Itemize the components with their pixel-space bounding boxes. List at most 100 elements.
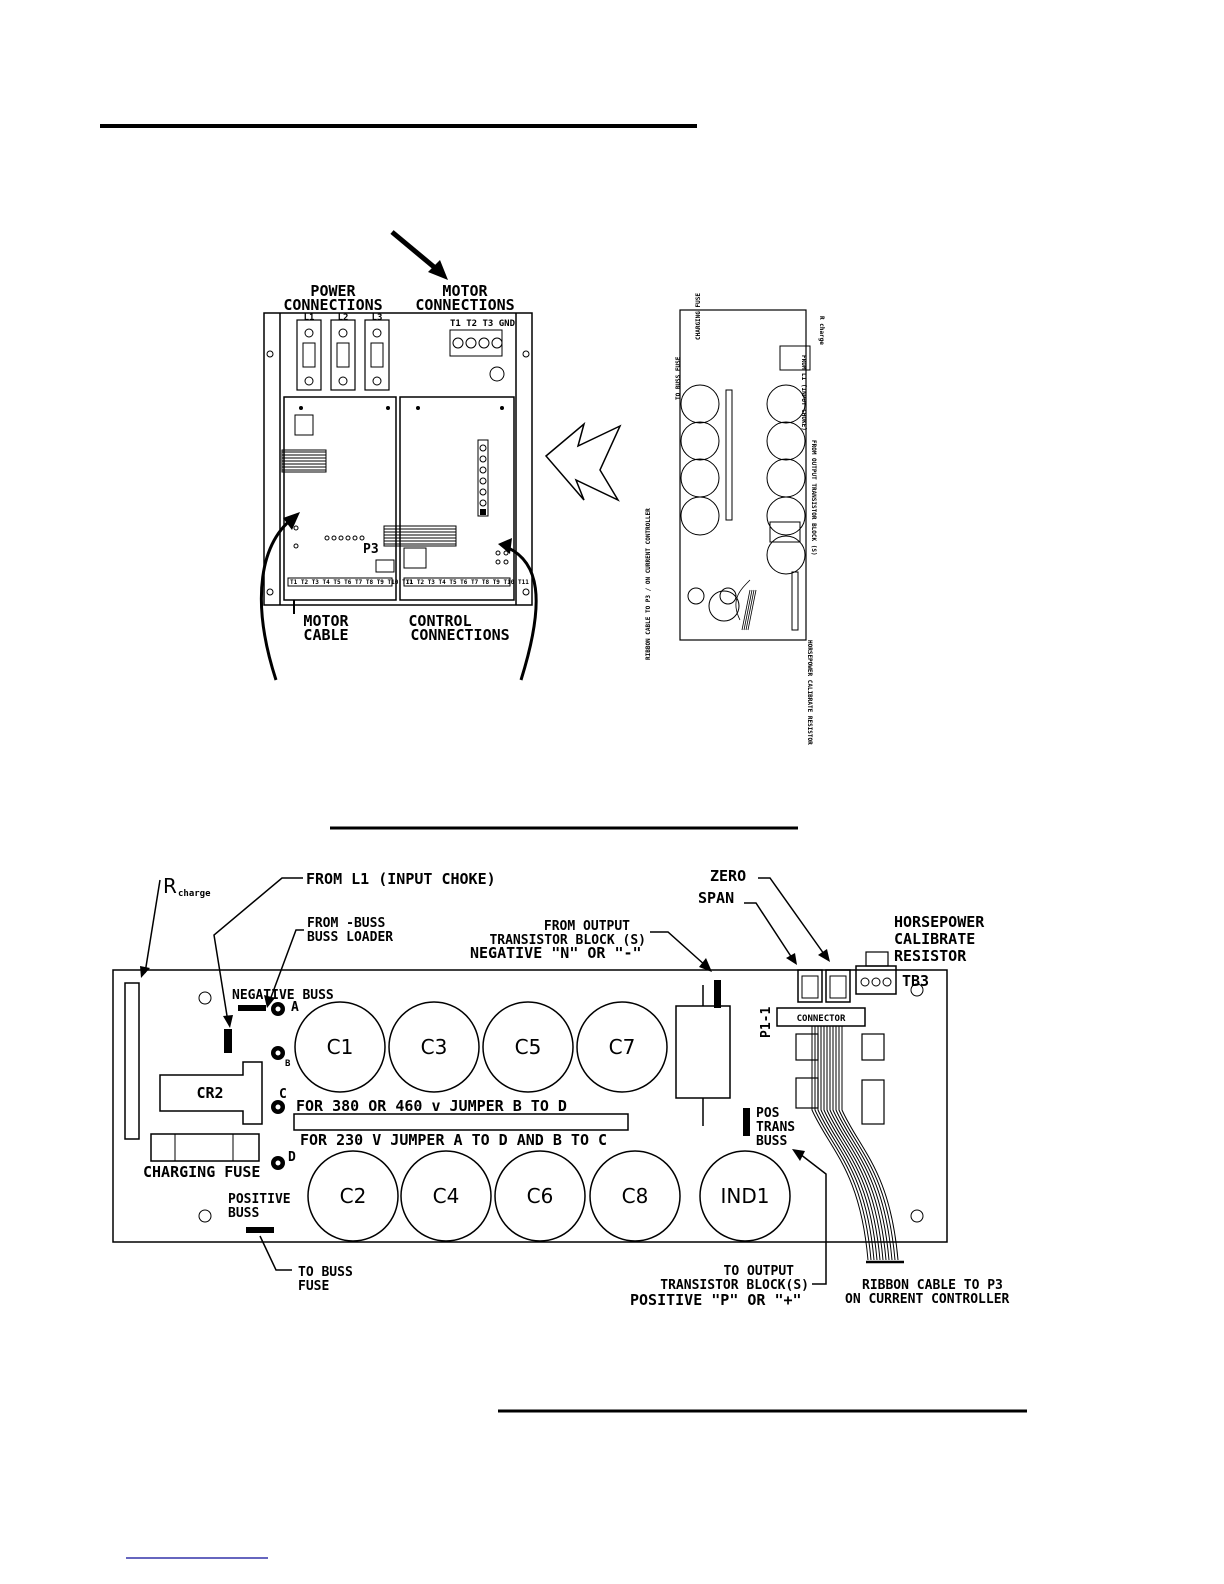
jumper-380-label: FOR 380 OR 460 v JUMPER B TO D [296,1097,567,1115]
motor-cable-line1: MOTOR [303,612,349,630]
control-connections-line1: CONTROL [408,612,471,630]
rcharge-subscript: charge [178,889,211,899]
capacitor-c3: C3 [421,1035,448,1059]
chassis-outline [263,312,533,606]
jumper-point-a: A [291,1000,299,1015]
bus-board-outline [112,969,948,1243]
control-connections-line2: CONNECTIONS [410,626,509,644]
svg-text:TO BUSS FUSE: TO BUSS FUSE [675,356,682,400]
jumper-point-c: C [279,1087,287,1102]
negative-buss-label: NEGATIVE BUSS [232,988,334,1003]
from-output-line3: NEGATIVE "N" OR "-" [470,944,642,962]
to-buss-fuse-line2: FUSE [298,1279,329,1294]
rcharge-resistor [124,982,140,1140]
capacitor-c6: C6 [527,1184,554,1208]
ribbon-cable [811,1026,899,1261]
motor-cable-line2: CABLE [303,626,348,644]
drive-chassis-figure: POWER CONNECTIONS MOTOR CONNECTIONS L1 L [259,230,622,681]
svg-text:FROM L1 (INPUT CHOKE): FROM L1 (INPUT CHOKE) [800,355,807,431]
motor-cable-arrow [259,514,297,681]
svg-text:RIBBON CABLE TO P3 / ON CURREN: RIBBON CABLE TO P3 / ON CURRENT CONTROLL… [645,508,652,660]
to-output-line2: TRANSISTOR BLOCK(S) [660,1278,809,1293]
charging-fuse [150,1133,260,1162]
svg-text:HORSEPOWER CALIBRATE RESISTOR: HORSEPOWER CALIBRATE RESISTOR [806,640,813,745]
control-terminal-strip [477,439,489,517]
from-output-line1: FROM OUTPUT [544,919,630,934]
power-connections-line1: POWER [310,282,356,300]
zero-label: ZERO [710,867,746,885]
capacitor-c7: C7 [609,1035,636,1059]
p3-label: P3 [363,542,379,557]
svg-text:T1 T2 T3 T4 T5 T6 T7 T8 T9 T10: T1 T2 T3 T4 T5 T6 T7 T8 T9 T10 T11 [406,579,529,586]
bus-board-thumbnail [679,309,811,641]
capacitors-top-row: C1 C3 C5 C7 [294,1001,668,1093]
ribbon-cable-line1: RIBBON CABLE TO P3 [862,1278,1003,1293]
bus-board-thumbnail-labels: RIBBON CABLE TO P3 / ON CURRENT CONTROLL… [645,293,825,745]
positive-buss-pad [246,1227,274,1233]
span-label: SPAN [698,889,734,907]
hp-resistor-line3: RESISTOR [894,947,967,965]
to-buss-fuse-line1: TO BUSS [298,1265,353,1280]
svg-text:R charge: R charge [818,316,825,345]
pos-trans-buss-line3: BUSS [756,1134,787,1149]
control-connections-arrow [503,544,538,681]
current-controller-board: T1 T2 T3 T4 T5 T6 T7 T8 T9 T10 T11 [383,396,529,601]
svg-text:CHARGING FUSE: CHARGING FUSE [695,293,702,340]
span-pot [797,969,823,1003]
tb3-label: TB3 [902,972,929,990]
svg-text:T1 T2 T3 T4 T5 T6 T7 T8 T9 T10: T1 T2 T3 T4 T5 T6 T7 T8 T9 T10 T11 [290,579,413,586]
to-output-line1: TO OUTPUT [724,1264,795,1279]
inductor-ind1: IND1 [721,1184,770,1208]
arrow-head-icon [428,260,448,280]
positive-buss-line2: BUSS [228,1206,259,1221]
line-terminal-blocks: L1 L2 L3 [296,313,390,391]
svg-text:FROM OUTPUT TRANSISTOR BLOCK (: FROM OUTPUT TRANSISTOR BLOCK (S) [810,440,817,556]
capacitor-c5: C5 [515,1035,542,1059]
motor-connections-line2: CONNECTIONS [415,296,514,314]
capacitor-c4: C4 [433,1184,460,1208]
jumper-230-label: FOR 230 V JUMPER A TO D AND B TO C [300,1131,607,1149]
positive-buss-line1: POSITIVE [228,1192,291,1207]
zero-pot [825,969,851,1003]
to-output-line3: POSITIVE "P" OR "+" [630,1291,802,1309]
terminal-l2-label: L2 [338,313,349,323]
motor-control-board: T1 T2 T3 T4 T5 T6 T7 T8 T9 T10 T11 P3 [281,396,413,601]
motor-connections-line1: MOTOR [442,282,488,300]
rcharge-label: R [163,874,177,898]
terminal-l1-label: L1 [304,313,315,323]
hp-resistor-line2: CALIBRATE [894,930,975,948]
connector-label: CONNECTOR [797,1014,846,1024]
pos-trans-buss-line1: POS [756,1106,780,1121]
negative-buss-pad [238,1005,266,1011]
motor-terminal-strip: T1 T2 T3 GND [449,319,516,382]
p1-label: P1-1 [759,1007,774,1038]
bus-board-detail-figure: R charge FROM L1 (INPUT CHOKE) FROM -BUS… [112,867,1010,1309]
pos-trans-buss-pad [743,1108,750,1136]
hp-resistor-line1: HORSEPOWER [894,913,985,931]
jumper-points: A B C D [271,1000,299,1170]
from-output-line2: TRANSISTOR BLOCK (S) [489,933,646,948]
capacitors-bottom-row: C2 C4 C6 C8 IND1 [307,1150,791,1242]
from-buss-line1: FROM -BUSS [307,916,385,931]
cr2-diode [159,1061,263,1125]
input-choke-pad [224,1029,232,1053]
pos-trans-buss-line2: TRANS [756,1120,795,1135]
motor-connections-arrow [390,230,442,274]
cr2-label: CR2 [196,1084,223,1102]
capacitor-c1: C1 [327,1035,354,1059]
tb3-terminal [855,965,897,995]
ribbon-cable-line2: ON CURRENT CONTROLLER [845,1292,1010,1307]
from-l1-label: FROM L1 (INPUT CHOKE) [306,870,496,888]
buss-loader-component [675,1005,731,1099]
terminal-l3-label: L3 [372,313,383,323]
capacitor-c2: C2 [340,1184,367,1208]
from-buss-line2: BUSS LOADER [307,930,393,945]
capacitor-c8: C8 [622,1184,649,1208]
jumper-point-d: D [288,1150,296,1165]
motor-terminals-label: T1 T2 T3 GND [450,319,516,329]
jumper-bar [293,1113,629,1131]
board-location-arrow-icon [544,421,622,502]
power-connections-line2: CONNECTIONS [283,296,382,314]
jumper-point-b: B [285,1059,291,1069]
